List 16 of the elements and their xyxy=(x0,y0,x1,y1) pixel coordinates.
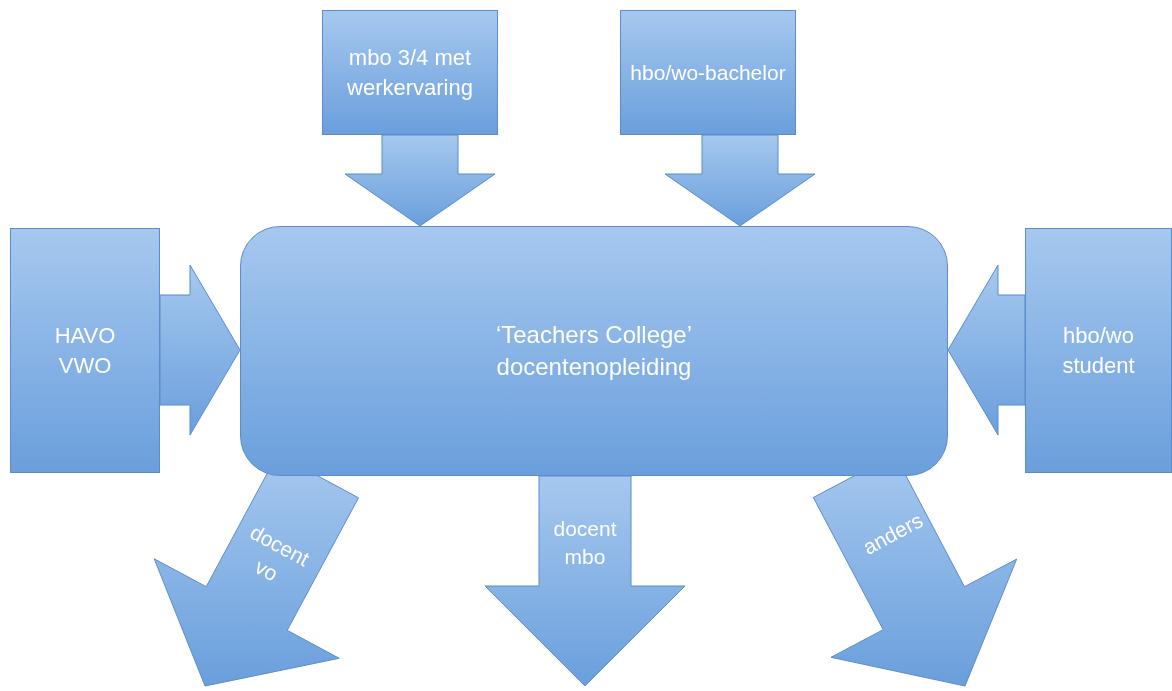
node-text: hbo/wo student xyxy=(1061,321,1136,380)
edge-label: docent mbo xyxy=(552,516,618,571)
rounded-box xyxy=(240,226,948,476)
node-text: hbo/wo-bachelor xyxy=(630,59,786,86)
block-arrow xyxy=(159,264,241,436)
block-arrow xyxy=(947,264,1026,436)
block-arrow xyxy=(344,134,496,227)
block-arrow xyxy=(664,134,816,227)
process-box xyxy=(10,228,160,473)
process-box xyxy=(620,10,796,135)
node-text: ‘Teachers College’ docentenopleiding xyxy=(494,320,694,382)
node-text: HAVO VWO xyxy=(53,321,117,380)
process-box xyxy=(322,10,498,135)
process-box xyxy=(1025,228,1172,473)
block-arrow xyxy=(484,475,686,687)
node-text: mbo 3/4 met werkervaring xyxy=(346,43,474,102)
